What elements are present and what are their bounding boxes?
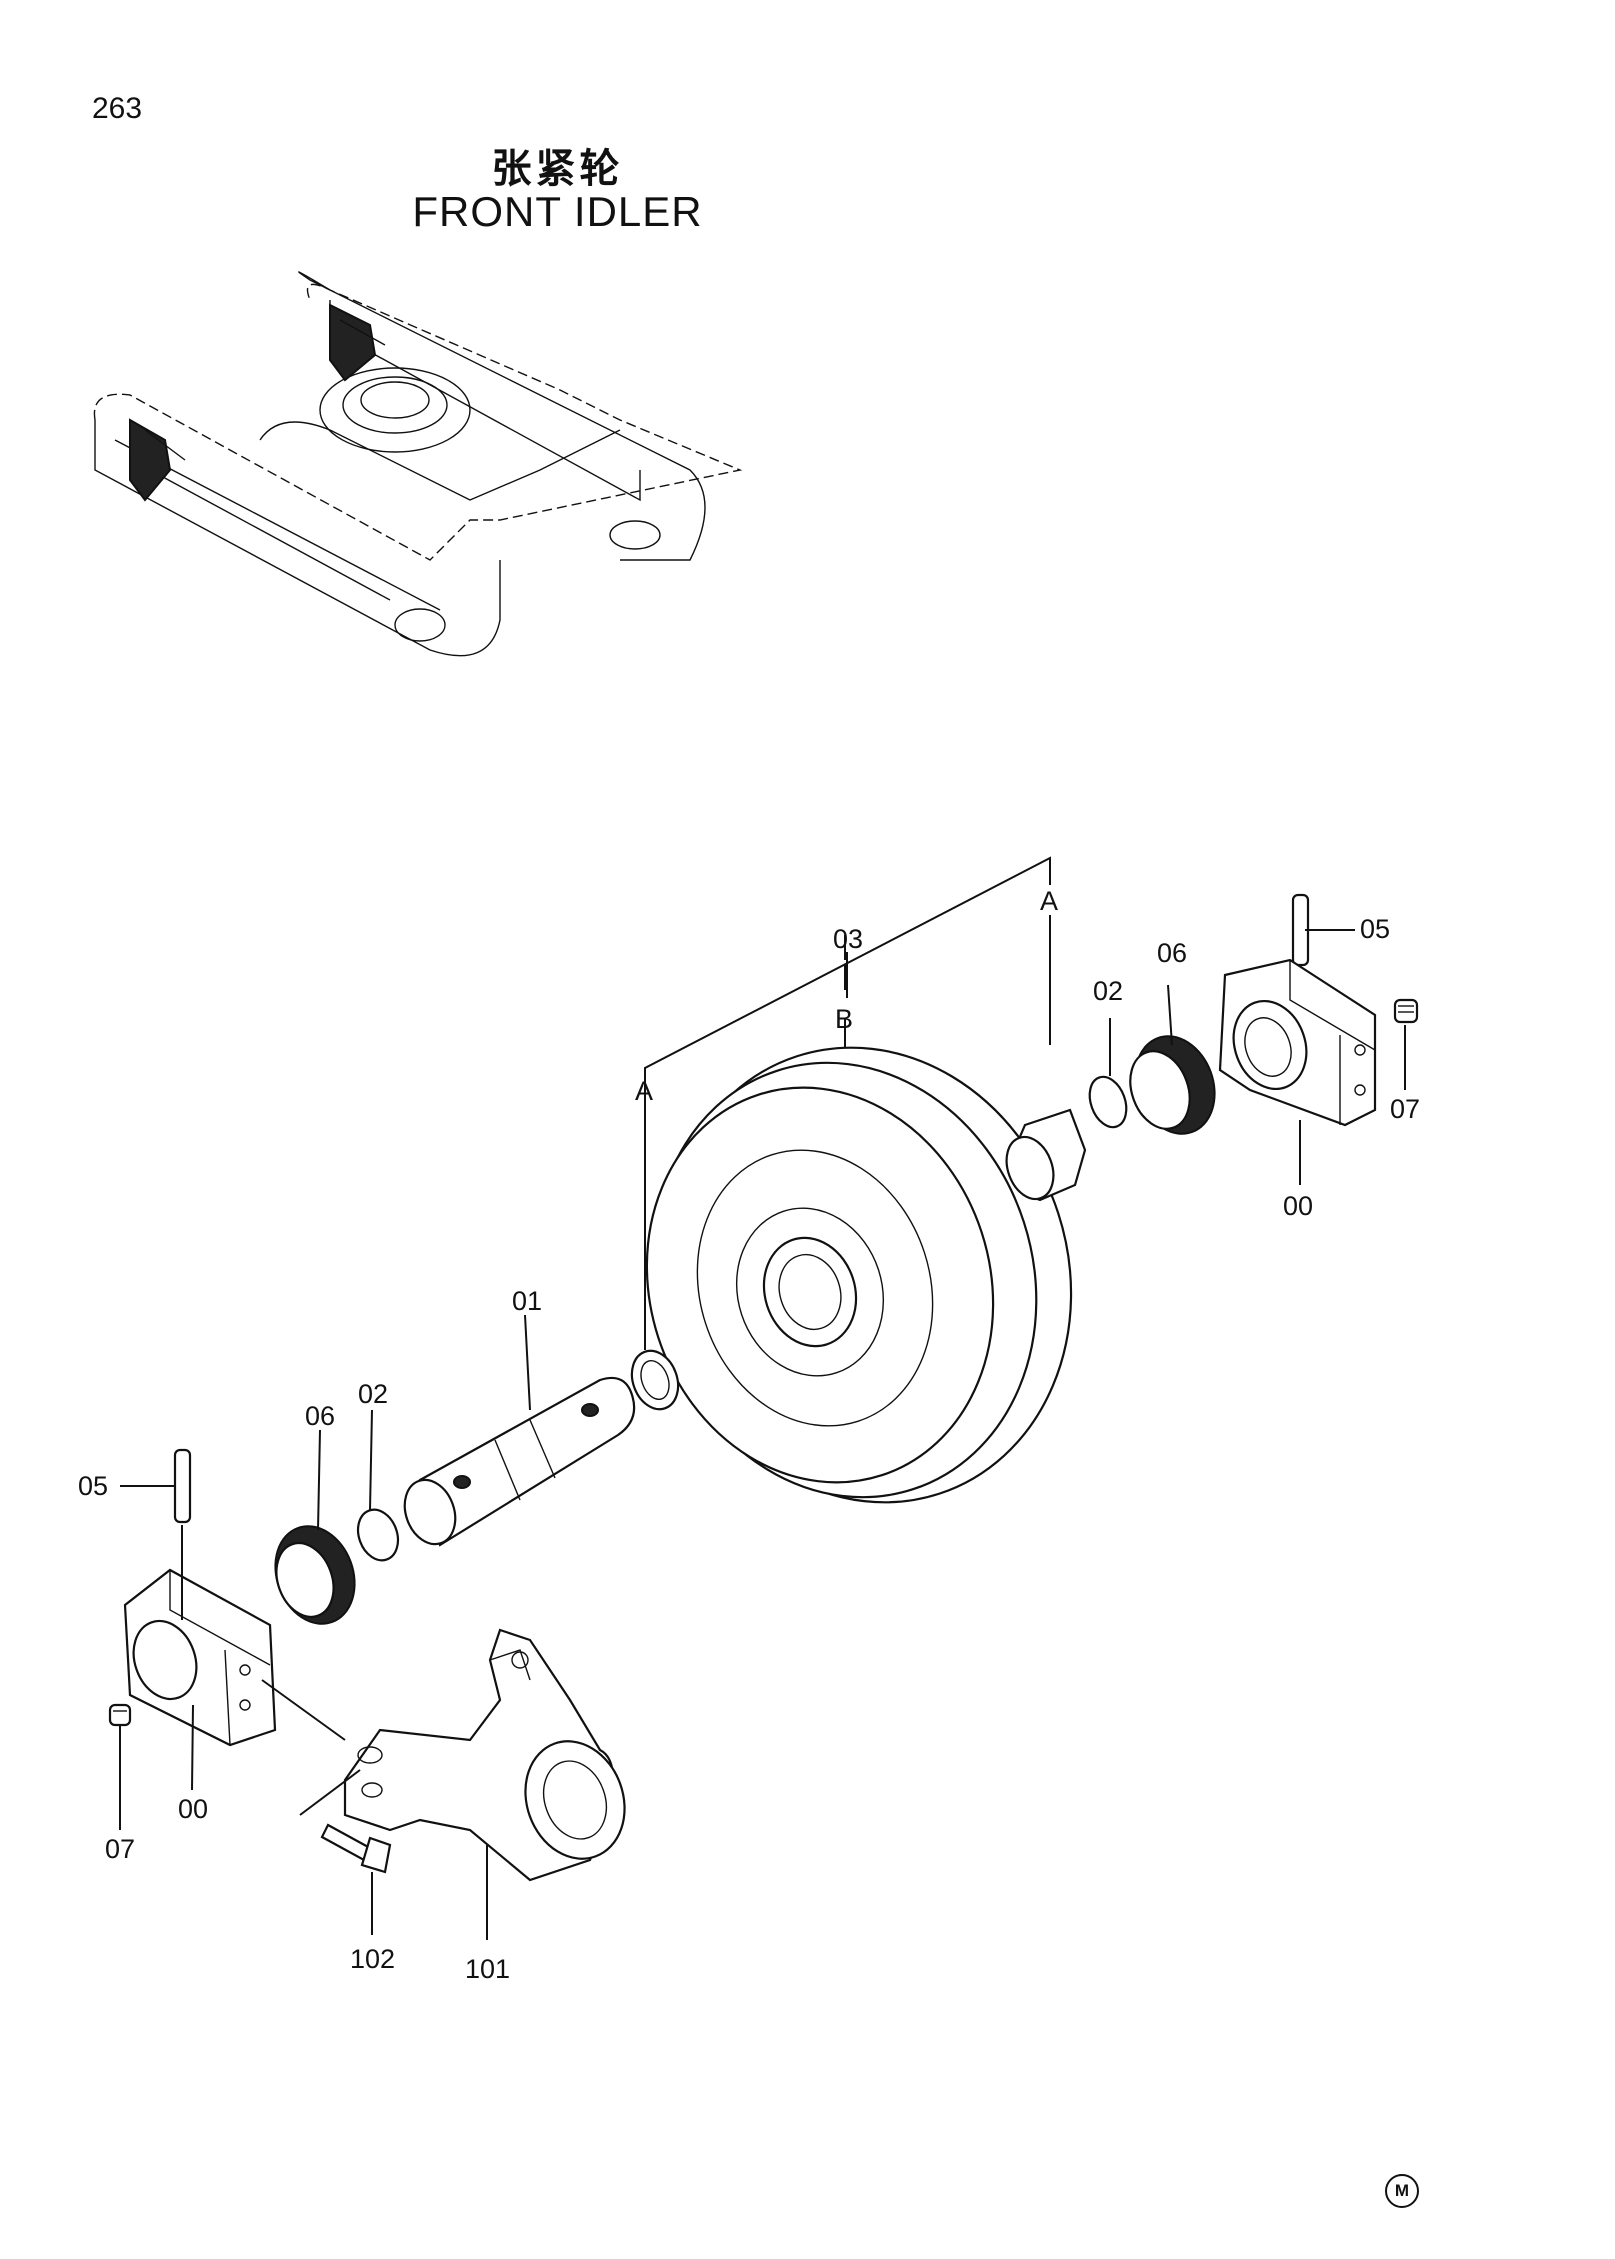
grease-fitting-right <box>1393 998 1419 1024</box>
o-ring-right <box>1088 1075 1128 1129</box>
mark-a-right: A <box>1040 886 1058 916</box>
bushing-left <box>630 1349 680 1411</box>
page-number: 263 <box>92 92 143 125</box>
undercarriage-overview <box>93 271 743 657</box>
callout-102: 102 <box>350 1944 395 1974</box>
floating-seal-left <box>274 1525 356 1625</box>
diagram-title-english: FRONT IDLER <box>412 188 703 235</box>
assembly-line-block-yoke <box>261 1679 346 1741</box>
bushing-right <box>1005 1108 1087 1202</box>
o-ring-left <box>356 1508 400 1562</box>
callout-02-right: 02 <box>1093 976 1123 1006</box>
diagram-title-chinese: 张紧轮 <box>491 146 624 192</box>
callout-00-right: 00 <box>1283 1191 1313 1221</box>
callout-06-left: 06 <box>305 1401 335 1431</box>
floating-seal-right <box>1129 1035 1216 1135</box>
mark-b: B <box>835 1004 853 1034</box>
mark-a-left: A <box>635 1076 653 1106</box>
callout-07-left: 07 <box>105 1834 135 1864</box>
yoke <box>343 1628 626 1882</box>
idler-wheel-highlight-rear <box>329 303 386 382</box>
idler-wheel-highlight-front <box>129 418 186 502</box>
pin-left <box>173 1448 192 1524</box>
callout-07-right: 07 <box>1390 1094 1420 1124</box>
callout-03: 03 <box>833 924 863 954</box>
manufacturer-mark: M <box>1385 2174 1419 2208</box>
assembly-line-yoke-pin <box>299 1769 361 1816</box>
callout-00-left: 00 <box>178 1794 208 1824</box>
bolt <box>320 1823 392 1874</box>
callout-05-left: 05 <box>78 1471 108 1501</box>
shaft <box>403 1376 636 1547</box>
bearing-block-right <box>1218 958 1377 1127</box>
grease-fitting-left <box>108 1703 132 1727</box>
callout-101: 101 <box>465 1954 510 1984</box>
callout-01: 01 <box>512 1286 542 1316</box>
callout-02-left: 02 <box>358 1379 388 1409</box>
callout-05-right: 05 <box>1360 914 1390 944</box>
bearing-block-left <box>123 1568 277 1747</box>
callout-06-right: 06 <box>1157 938 1187 968</box>
idler-wheel <box>645 1046 1073 1504</box>
